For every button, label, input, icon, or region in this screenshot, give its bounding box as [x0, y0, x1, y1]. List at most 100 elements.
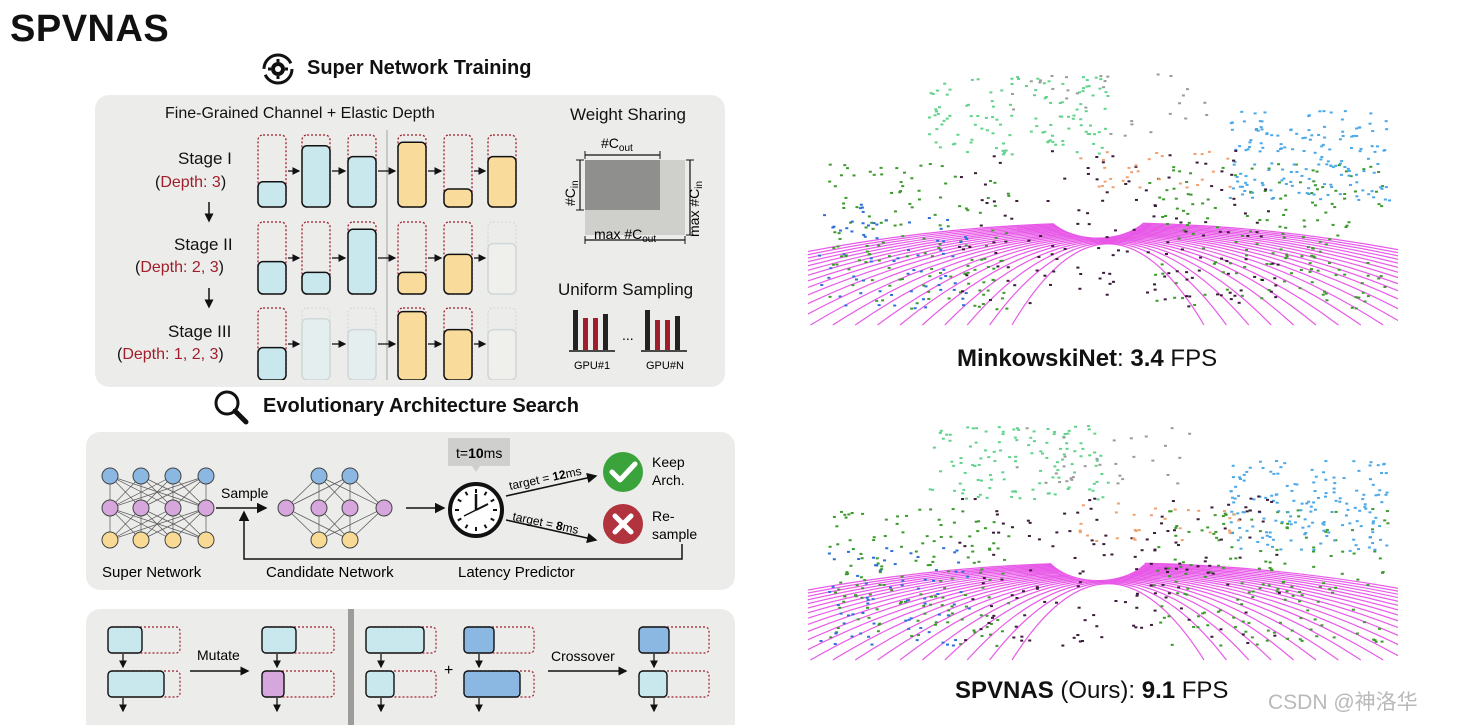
- point: [1361, 189, 1365, 192]
- point: [1369, 478, 1373, 481]
- point: [1178, 182, 1182, 185]
- point: [1352, 552, 1356, 555]
- point: [877, 623, 881, 626]
- point: [1385, 510, 1389, 513]
- point: [839, 229, 843, 232]
- point: [962, 488, 966, 491]
- point: [953, 142, 957, 145]
- point: [1320, 145, 1324, 148]
- point: [1300, 255, 1304, 258]
- point: [976, 78, 980, 81]
- point: [1160, 522, 1164, 525]
- point: [1324, 478, 1328, 481]
- point: [938, 243, 942, 246]
- point: [857, 558, 861, 561]
- point: [959, 241, 963, 244]
- point: [1255, 243, 1259, 246]
- point: [1264, 496, 1268, 499]
- point: [988, 487, 992, 490]
- point: [1173, 508, 1177, 511]
- point: [1266, 210, 1270, 213]
- point: [1111, 155, 1115, 158]
- point: [939, 535, 943, 538]
- point: [985, 614, 989, 617]
- point: [1388, 199, 1391, 202]
- point: [1316, 269, 1320, 272]
- point: [1374, 516, 1378, 519]
- point: [1008, 134, 1012, 137]
- point: [1161, 216, 1165, 219]
- point: [1260, 297, 1264, 300]
- point: [1030, 452, 1034, 455]
- point: [991, 105, 995, 108]
- evo-block: [261, 626, 297, 654]
- point: [1093, 451, 1097, 454]
- point: [893, 304, 897, 307]
- point: [1108, 282, 1112, 285]
- point: [1275, 590, 1279, 593]
- point: [1245, 249, 1249, 252]
- point: [860, 206, 864, 209]
- point: [1095, 480, 1099, 483]
- point: [1105, 191, 1109, 194]
- point: [851, 613, 855, 616]
- point: [1196, 184, 1200, 187]
- point: [844, 255, 848, 258]
- net-node: [164, 531, 182, 549]
- point: [1255, 231, 1259, 234]
- point: [1029, 130, 1033, 133]
- point: [1324, 530, 1328, 533]
- point: [1071, 117, 1075, 120]
- point: [1012, 108, 1016, 111]
- point: [963, 545, 967, 548]
- point: [1029, 436, 1033, 439]
- point: [1258, 120, 1262, 123]
- point: [1201, 202, 1205, 205]
- point: [1271, 545, 1275, 548]
- stage-block: [257, 346, 287, 380]
- point: [1140, 626, 1144, 629]
- point: [1087, 428, 1091, 431]
- point: [964, 605, 968, 608]
- point: [1330, 510, 1334, 513]
- evo-block: [107, 670, 165, 698]
- point: [1221, 515, 1225, 518]
- point: [1378, 489, 1382, 492]
- point: [1260, 181, 1264, 184]
- point: [934, 141, 938, 144]
- point: [887, 266, 891, 269]
- point: [940, 604, 944, 607]
- point: [1271, 538, 1275, 541]
- point: [1041, 131, 1045, 134]
- point: [1237, 519, 1241, 522]
- point: [942, 119, 946, 122]
- point: [1047, 140, 1051, 143]
- point: [1105, 151, 1109, 154]
- point: [1243, 212, 1247, 215]
- point: [985, 496, 989, 499]
- point: [1114, 599, 1118, 602]
- point: [1102, 86, 1106, 89]
- point: [844, 196, 848, 199]
- point: [1233, 160, 1237, 163]
- point: [1385, 128, 1389, 131]
- point: [1270, 569, 1274, 572]
- point: [958, 482, 962, 485]
- net-edge: [140, 507, 207, 541]
- point: [1057, 476, 1061, 479]
- point: [1003, 214, 1007, 217]
- point: [1349, 175, 1353, 178]
- weight-sharing-heading: Weight Sharing: [570, 105, 686, 124]
- point: [1086, 212, 1090, 215]
- point: [878, 622, 882, 625]
- point: [1252, 498, 1256, 501]
- point: [1259, 142, 1263, 145]
- point: [1321, 293, 1325, 296]
- point: [929, 595, 933, 598]
- point: [1005, 307, 1009, 310]
- point: [1211, 572, 1215, 575]
- point: [907, 627, 911, 630]
- point: [1320, 155, 1324, 158]
- point: [1087, 425, 1091, 428]
- point: [1063, 177, 1067, 180]
